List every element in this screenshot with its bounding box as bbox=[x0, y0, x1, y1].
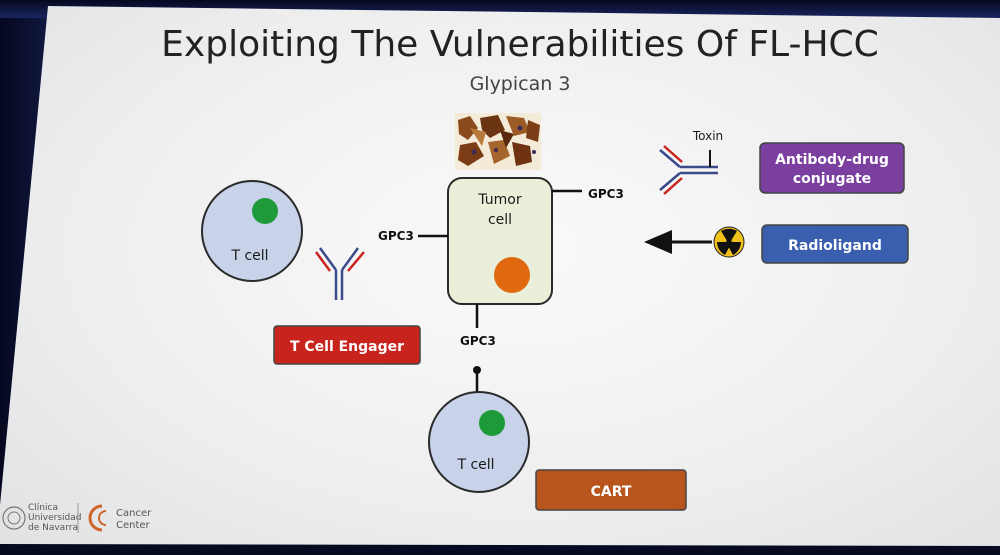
t-cell-left-nucleus bbox=[252, 198, 278, 224]
radiation-icon bbox=[713, 226, 745, 258]
university-seal-icon bbox=[2, 506, 26, 530]
cancer-center-logo: Cancer Center bbox=[88, 504, 152, 532]
cart-label: CART bbox=[591, 484, 632, 500]
tumor-cell-nucleus bbox=[494, 257, 530, 293]
slide-title: Exploiting The Vulnerabilities Of FL-HCC bbox=[161, 24, 879, 65]
gpc3-label-top-right: GPC3 bbox=[588, 187, 624, 201]
t-cell-engager-button: T Cell Engager bbox=[273, 325, 421, 365]
adc-label-line1: Antibody-drug bbox=[775, 152, 889, 168]
toxin-label: Toxin bbox=[692, 129, 723, 143]
tumor-cell: Tumor cell bbox=[447, 177, 553, 305]
t-cell-engager-label: T Cell Engager bbox=[290, 339, 404, 355]
radioligand-label: Radioligand bbox=[788, 238, 882, 254]
tumor-cell-label-line2: cell bbox=[488, 212, 512, 228]
gpc3-label-left: GPC3 bbox=[378, 229, 414, 243]
histology-image bbox=[455, 113, 541, 170]
clinica-line2: Universidad bbox=[28, 513, 82, 523]
clinica-line3: de Navarra bbox=[28, 523, 78, 533]
gpc3-label-bottom: GPC3 bbox=[460, 334, 496, 348]
t-cell-bottom-label: T cell bbox=[456, 457, 494, 473]
t-cell-bottom: T cell bbox=[428, 366, 530, 493]
slide-subtitle: Glypican 3 bbox=[470, 73, 571, 95]
cancer-line2: Center bbox=[116, 520, 151, 531]
antibody-drug-conjugate-button: Antibody-drug conjugate bbox=[759, 142, 905, 194]
tumor-cell-label-line1: Tumor bbox=[477, 192, 522, 208]
t-cell-left-label: T cell bbox=[230, 248, 268, 264]
radioligand-button: Radioligand bbox=[761, 224, 909, 264]
antibody-drug-conjugate-icon bbox=[659, 145, 718, 195]
clinica-universidad-logo: Clínica Universidad de Navarra bbox=[2, 503, 82, 533]
adc-label-line2: conjugate bbox=[793, 171, 871, 187]
clinica-line1: Clínica bbox=[28, 503, 58, 513]
cart-button: CART bbox=[535, 469, 687, 511]
t-cell-bottom-nucleus bbox=[479, 410, 505, 436]
t-cell-left: T cell bbox=[201, 180, 303, 282]
cancer-line1: Cancer bbox=[116, 508, 152, 519]
radioligand-arrow bbox=[644, 230, 712, 254]
bispecific-antibody-icon bbox=[314, 247, 365, 300]
cancer-center-c-icon bbox=[88, 504, 103, 532]
